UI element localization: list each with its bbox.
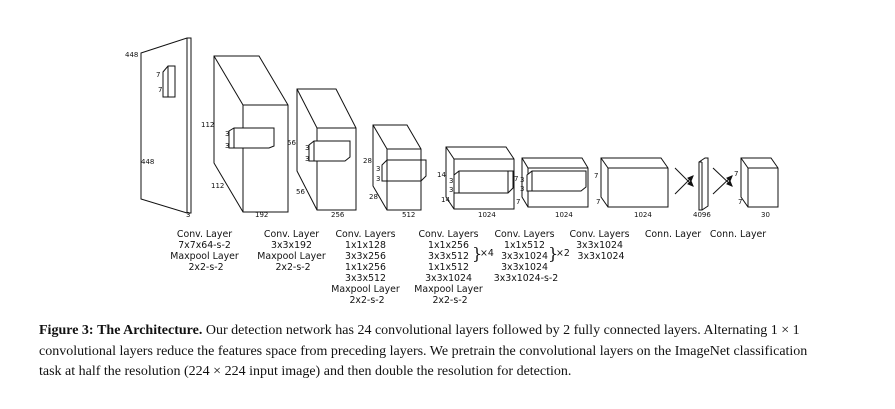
volume-7a: 7 7 1024 3 3 xyxy=(514,157,589,219)
fc-4096: 4096 xyxy=(693,157,711,219)
vol4-kernel-w-label: 3 xyxy=(449,177,453,185)
vol3-kernel-h-label: 3 xyxy=(376,175,380,183)
vol6-h-label: 7 xyxy=(594,172,598,180)
vol5-depth-label: 1024 xyxy=(555,211,573,219)
output-volume: 7 7 30 xyxy=(734,157,779,219)
fc-connections-1 xyxy=(674,167,694,195)
layer-label-2: Conv. Layer 3x3x192 Maxpool Layer 2x2-s-… xyxy=(257,229,329,273)
layer-label-3: Conv. Layers 1x1x128 3x3x256 1x1x256 3x3… xyxy=(331,229,403,306)
vol2-side-label: 56 xyxy=(296,188,305,196)
vol3-depth-label: 512 xyxy=(402,211,415,219)
vol4-h-label: 14 xyxy=(437,171,446,179)
output-h-label: 7 xyxy=(734,170,738,178)
layer-label-4: Conv. Layers 1x1x256 3x3x512 1x1x512 3x3… xyxy=(414,229,486,306)
network-diagram: 448 448 3 7 7 112 112 192 3 3 56 56 256 … xyxy=(125,37,779,306)
repeat-brace-4: } xyxy=(472,244,482,263)
volume-56: 56 56 256 3 3 xyxy=(287,88,357,219)
vol3-kernel-w-label: 3 xyxy=(376,165,380,173)
caption-line-2: convolutional layers reduce the features… xyxy=(39,343,808,359)
vol1-depth-label: 192 xyxy=(255,211,268,219)
vol2-kernel-h-label: 3 xyxy=(305,155,309,163)
repeat-count-2: ×2 xyxy=(556,248,570,259)
caption-line-1: Our detection network has 24 convolution… xyxy=(205,323,800,338)
vol3-side-label: 28 xyxy=(369,193,378,201)
vol6-side-label: 7 xyxy=(596,198,600,206)
volume-28: 28 28 512 3 3 xyxy=(363,124,427,219)
input-side-left-label: 448 xyxy=(141,158,154,166)
layer-label-5: Conv. Layers 1x1x512 3x3x1024 3x3x1024 3… xyxy=(494,229,559,284)
volume-7b: 7 7 1024 xyxy=(594,157,669,219)
vol1-kernel-h-label: 3 xyxy=(225,142,229,150)
output-depth-label: 30 xyxy=(761,211,770,219)
input-depth-label: 3 xyxy=(186,211,190,219)
fc-depth-label: 4096 xyxy=(693,211,711,219)
vol1-kernel-w-label: 3 xyxy=(225,130,229,138)
repeat-brace-2: } xyxy=(548,244,558,263)
caption-title: The Architecture. xyxy=(97,323,203,338)
vol5-side-label: 7 xyxy=(516,198,520,206)
input-side-top-label: 448 xyxy=(125,51,138,59)
vol6-depth-label: 1024 xyxy=(634,211,652,219)
figure-caption: Figure 3: The Architecture. Our detectio… xyxy=(39,321,881,383)
vol4-depth-label: 1024 xyxy=(478,211,496,219)
fc-connections-2 xyxy=(712,167,733,195)
vol2-kernel-w-label: 3 xyxy=(305,144,309,152)
vol1-h-label: 112 xyxy=(201,121,214,129)
vol1-side-label: 112 xyxy=(211,182,224,190)
vol5-kernel-w-label: 3 xyxy=(520,176,524,184)
layer-label-6: Conv. Layers 3x3x1024 3x3x1024 xyxy=(569,229,632,262)
vol4-kernel-h-label: 3 xyxy=(449,186,453,194)
vol5-h-label: 7 xyxy=(514,175,518,183)
volume-14: 14 14 1024 3 3 xyxy=(437,146,515,219)
output-side-label: 7 xyxy=(738,198,742,206)
caption-label: Figure 3: xyxy=(39,323,94,338)
layer-label-7: Conn. Layer xyxy=(645,229,701,240)
input-kernel-w-label: 7 xyxy=(156,71,160,79)
input-volume: 448 448 3 7 7 xyxy=(125,37,192,219)
repeat-count-4: ×4 xyxy=(480,248,494,259)
vol2-depth-label: 256 xyxy=(331,211,345,219)
layer-label-1: Conv. Layer 7x7x64-s-2 Maxpool Layer 2x2… xyxy=(170,229,242,273)
vol4-side-label: 14 xyxy=(441,196,450,204)
layer-label-8: Conn. Layer xyxy=(710,229,766,240)
input-kernel-h-label: 7 xyxy=(158,86,162,94)
vol3-h-label: 28 xyxy=(363,157,372,165)
vol2-h-label: 56 xyxy=(287,139,296,147)
vol5-kernel-h-label: 3 xyxy=(520,185,524,193)
caption-line-3: task at half the resolution (224 × 224 i… xyxy=(39,364,572,379)
volume-112: 112 112 192 3 3 xyxy=(201,55,289,219)
